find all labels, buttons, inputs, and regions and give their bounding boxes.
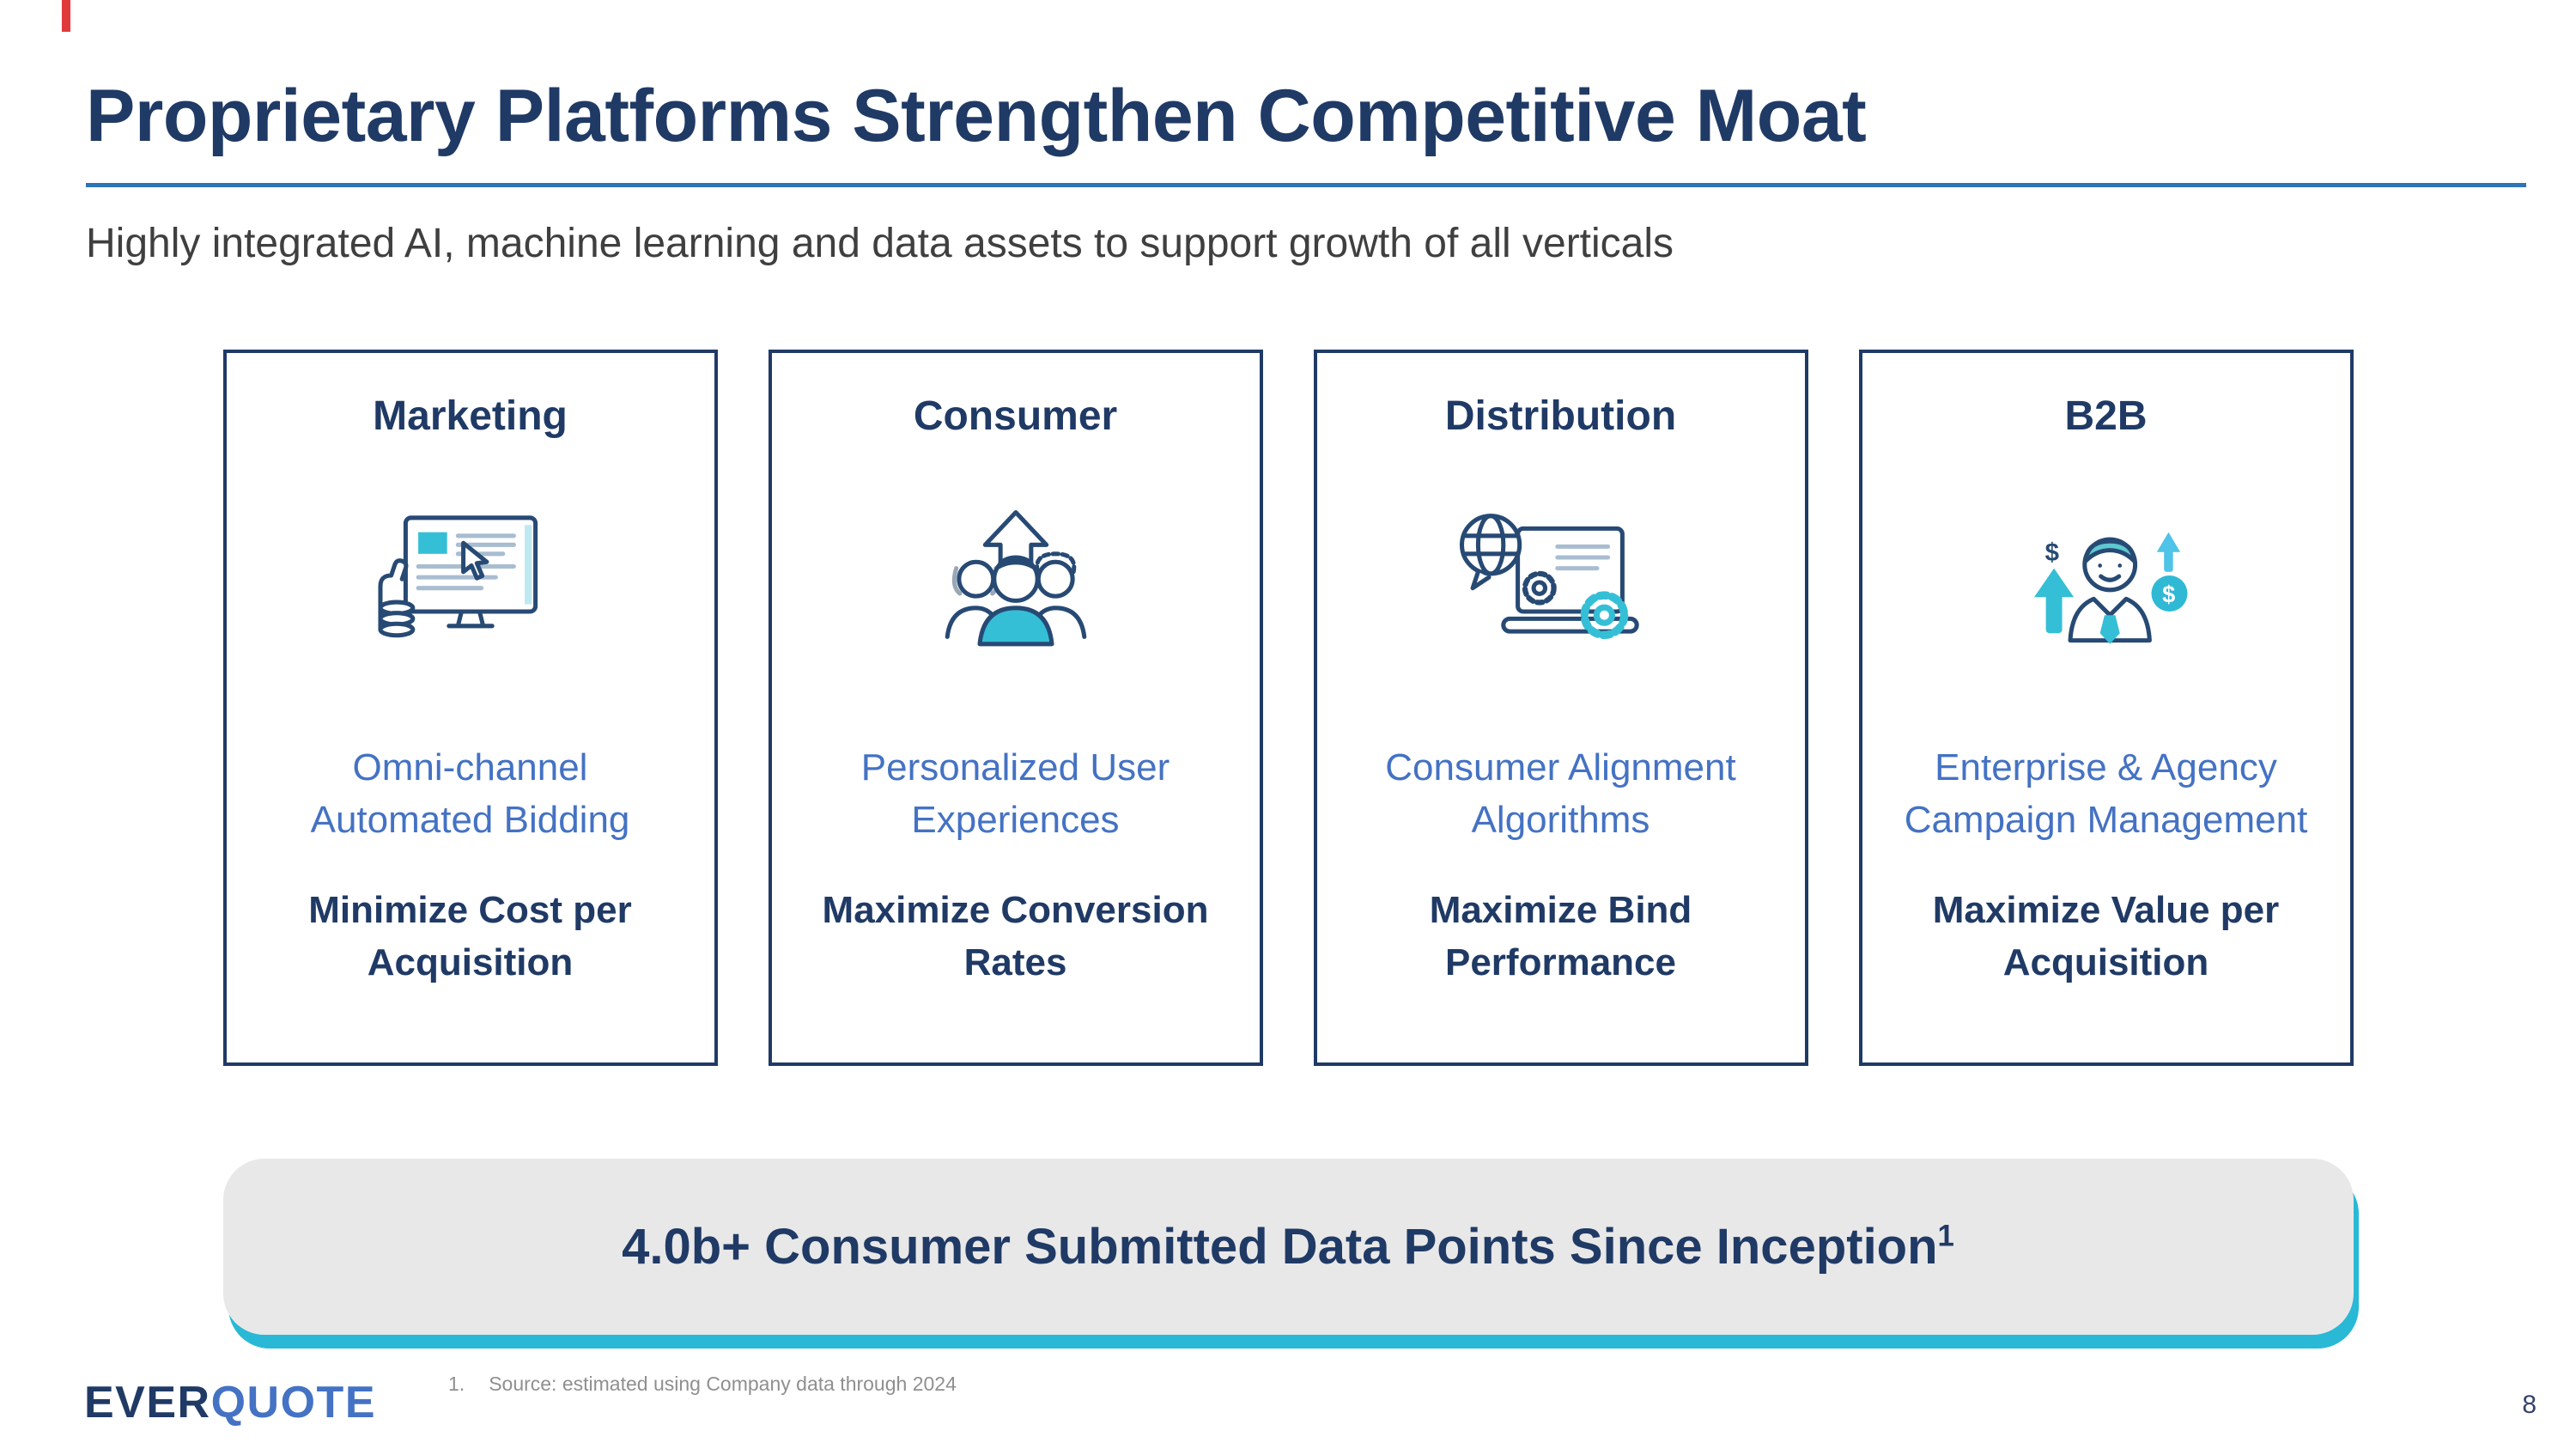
card-benefit-text: Maximize Conversion Rates bbox=[822, 889, 1209, 983]
marketing-monitor-icon bbox=[362, 469, 579, 718]
logo-quote: QUOTE bbox=[210, 1378, 377, 1428]
footnote-number: 1. bbox=[448, 1373, 465, 1395]
card-feature-text: Enterprise & Agency Campaign Management bbox=[1904, 746, 2308, 841]
distribution-laptop-icon bbox=[1453, 469, 1669, 718]
page-subtitle: Highly integrated AI, machine learning a… bbox=[86, 221, 1674, 266]
data-points-banner: 4.0b+ Consumer Submitted Data Points Sin… bbox=[222, 1159, 2354, 1335]
dollar-glyph: $ bbox=[2044, 539, 2058, 567]
card-benefit-text: Maximize Bind Performance bbox=[1429, 889, 1692, 983]
page-title: Proprietary Platforms Strengthen Competi… bbox=[86, 75, 1867, 157]
card-marketing: Marketing bbox=[222, 350, 718, 1066]
card-feature-text: Omni-channel Automated Bidding bbox=[310, 746, 630, 841]
card-consumer: Consumer P bbox=[768, 350, 1263, 1066]
title-divider bbox=[86, 183, 2526, 187]
card-distribution: Distribution bbox=[1313, 350, 1808, 1066]
logo-ever: EVER bbox=[84, 1378, 211, 1428]
slide-header: Proprietary Platforms Strengthen Competi… bbox=[0, 0, 2576, 267]
everquote-logo: EVERQUOTE bbox=[84, 1377, 376, 1428]
card-title: Consumer bbox=[913, 393, 1118, 439]
card-feature-text: Personalized User Experiences bbox=[860, 746, 1170, 841]
footnote-text: Source: estimated using Company data thr… bbox=[489, 1373, 957, 1395]
card-benefit-text: Minimize Cost per Acquisition bbox=[308, 889, 632, 983]
footnote: 1. Source: estimated using Company data … bbox=[448, 1373, 957, 1396]
banner-text: 4.0b+ Consumer Submitted Data Points Sin… bbox=[622, 1218, 1954, 1275]
red-marker bbox=[62, 0, 70, 32]
banner-footnote-ref: 1 bbox=[1937, 1219, 1954, 1253]
b2b-businessperson-icon: $ $ bbox=[1998, 469, 2215, 718]
platform-cards-row: Marketing bbox=[222, 350, 2354, 1066]
card-benefit-text: Maximize Value per Acquisition bbox=[1932, 889, 2280, 983]
card-feature-text: Consumer Alignment Algorithms bbox=[1385, 746, 1736, 841]
card-title: B2B bbox=[2064, 393, 2148, 439]
card-title: Marketing bbox=[373, 393, 568, 439]
banner-main-text: 4.0b+ Consumer Submitted Data Points Sin… bbox=[622, 1219, 1938, 1275]
card-b2b: B2B $ bbox=[1858, 350, 2354, 1066]
dollar-glyph: $ bbox=[2162, 581, 2175, 608]
card-title: Distribution bbox=[1444, 393, 1677, 439]
page-number: 8 bbox=[2522, 1391, 2537, 1419]
consumer-people-icon bbox=[908, 469, 1124, 718]
